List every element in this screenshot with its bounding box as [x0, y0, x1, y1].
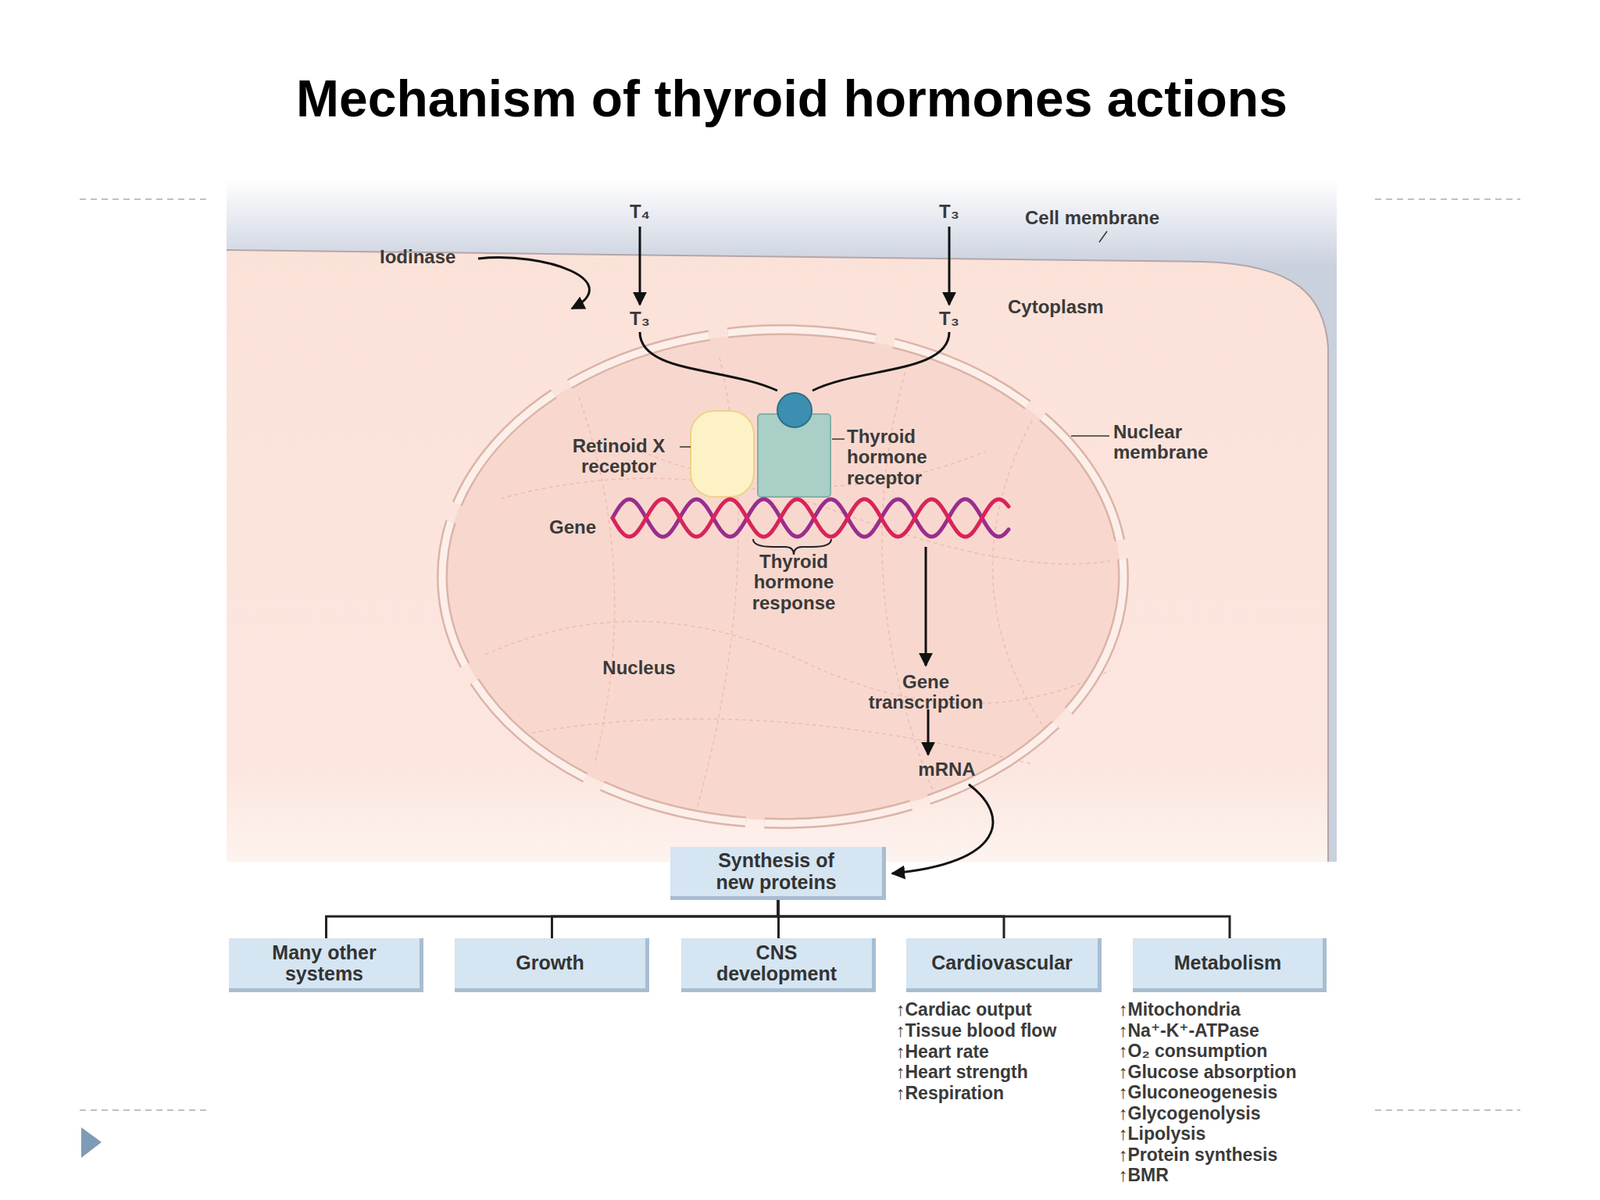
tree-connector — [326, 900, 779, 939]
process-box: Growth — [454, 938, 650, 993]
diagram-label: mRNA — [907, 759, 986, 780]
process-box: Metabolism — [1132, 938, 1327, 993]
box-text: Growth — [515, 952, 585, 975]
cell-membrane — [226, 250, 1329, 862]
diagram-label: T₃ — [925, 308, 973, 329]
rxr-outline — [689, 410, 755, 498]
effect-item: ↑Heart strength — [896, 1062, 1115, 1083]
diagram-label: Iodinase — [379, 246, 490, 268]
tree-connector — [777, 900, 781, 939]
tree-connector — [778, 900, 1004, 939]
tr-outline — [757, 413, 832, 498]
tree-connector — [778, 900, 1230, 939]
cell-region: CytoplasmNucleusRetinoid X receptorThyro… — [226, 178, 1337, 862]
effect-item: ↑Respiration — [896, 1083, 1115, 1104]
process-box: CNS development — [681, 938, 876, 993]
cell-body — [226, 250, 1329, 862]
diagram-label: Gene — [549, 517, 612, 538]
box-text: Metabolism — [1174, 952, 1283, 975]
effect-item: ↑Glycogenolysis — [1118, 1103, 1354, 1124]
node-text: Retinoid X receptor — [559, 435, 679, 478]
diagram-label: T₃ — [925, 201, 973, 222]
receptor-node: Thyroid hormone receptor — [757, 413, 832, 498]
effect-item: ↑Gluconeogenesis — [1118, 1082, 1354, 1103]
nuclear-membrane — [442, 329, 1124, 824]
effect-item: ↑BMR — [1118, 1165, 1354, 1186]
diagram-label: Cell membrane — [1025, 207, 1229, 229]
effect-item: ↑Na⁺-K⁺-ATPase — [1118, 1021, 1354, 1041]
diagram-label: Nuclear membrane — [1113, 421, 1231, 464]
process-box: Cardiovascular — [906, 938, 1102, 993]
chromatin-line — [992, 420, 1048, 733]
title: Mechanism of thyroid hormones actions — [296, 68, 1288, 129]
effect-item: ↑O₂ consumption — [1118, 1041, 1354, 1061]
effect-item: ↑Heart rate — [896, 1042, 1115, 1062]
box-text: Synthesis of new proteins — [706, 850, 847, 893]
node-text: Nucleus — [592, 657, 686, 679]
bullet-triangle — [81, 1127, 102, 1158]
nucleus-fill — [445, 332, 1121, 821]
node-text: Cytoplasm — [1007, 296, 1165, 318]
chromatin-line — [532, 718, 1033, 765]
hormone-ligand — [777, 392, 812, 428]
effect-item: ↑Lipolysis — [1118, 1124, 1354, 1144]
diagram-label: T₃ — [616, 308, 664, 329]
box-text: Cardiovascular — [931, 952, 1073, 975]
effect-item: ↑Protein synthesis — [1118, 1145, 1354, 1165]
node-text: Thyroid hormone receptor — [846, 426, 953, 489]
box-text: Many other systems — [257, 942, 391, 986]
receptor-shape — [690, 410, 754, 497]
divider-line — [79, 1109, 210, 1111]
effect-item: ↑Glucose absorption — [1118, 1062, 1354, 1083]
box-text: CNS development — [710, 942, 843, 986]
nuclear-membrane — [442, 329, 1124, 824]
effect-item: ↑Cardiac output — [896, 1000, 1115, 1020]
tree-connector — [552, 900, 779, 939]
process-box: Synthesis of new proteins — [670, 846, 886, 900]
effect-item: ↑Mitochondria — [1118, 1000, 1354, 1020]
diagram-label: Thyroid hormone response — [739, 551, 849, 614]
divider-line — [1375, 198, 1521, 200]
process-box: Many other systems — [228, 938, 424, 993]
receptor-node: Retinoid X receptor — [689, 410, 755, 498]
divider-line — [79, 198, 210, 200]
divider-line — [1375, 1109, 1521, 1111]
chromatin-line — [485, 621, 1111, 704]
diagram-label: Gene transcription — [855, 671, 997, 714]
diagram-label: T₄ — [616, 201, 664, 222]
effect-item: ↑Tissue blood flow — [896, 1021, 1115, 1041]
extracellular-area — [226, 178, 1337, 862]
